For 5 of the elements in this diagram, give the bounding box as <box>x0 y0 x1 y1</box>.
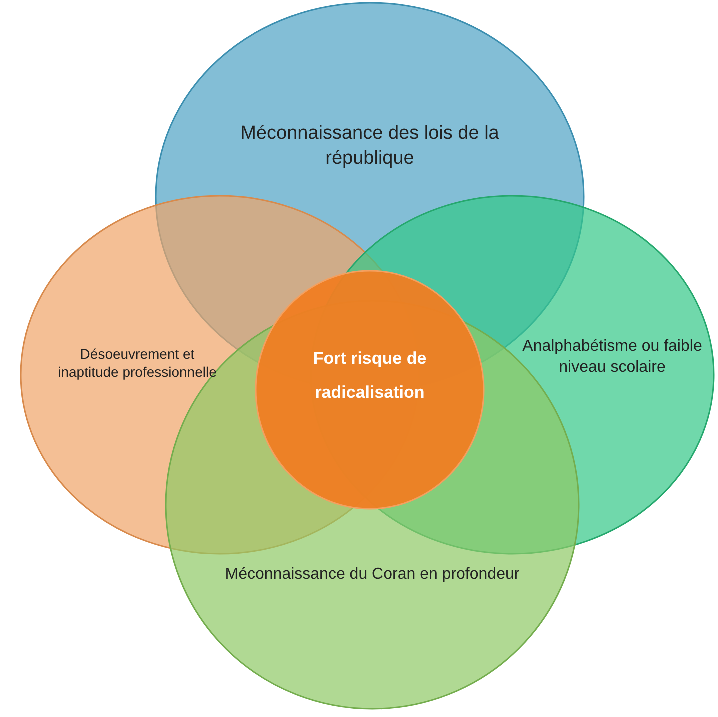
circle-label: Méconnaissance des lois de la république <box>240 122 500 171</box>
circle-label: Analphabétisme ou faible niveau scolaire <box>522 337 704 378</box>
circle-label: Fort risque de radicalisation <box>312 348 428 404</box>
circle-label: Désoeuvrement et inaptitude professionnelle <box>57 345 218 382</box>
circle-label: Méconnaissance du Coran en profondeur <box>225 565 520 585</box>
